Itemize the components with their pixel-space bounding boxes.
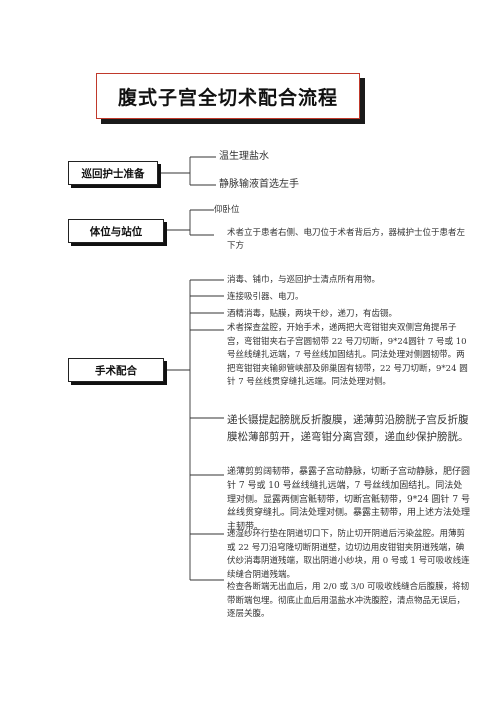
list-item: 连接吸引器、电刀。 xyxy=(227,292,304,302)
list-item: 酒精消毒，贴膜，两块干纱，递刀，有齿镊。 xyxy=(227,309,398,319)
list-item: 术者立于患者右侧、电刀位于术者背后方，器械护士位于患者左下方 xyxy=(227,228,466,251)
list-item: 检查各断端无出血后，用 2/0 或 3/0 可吸收线缝合后腹膜，将韧带断端包埋。… xyxy=(227,582,470,620)
list-item: 静脉输液首选左手 xyxy=(219,179,299,190)
category-label: 巡回护士准备 xyxy=(81,167,145,180)
title-box: 腹式子宫全切术配合流程 xyxy=(96,73,360,119)
list-item: 递薄剪剪阔韧带，暴露子宫动静脉，切断子宫动静脉，肥仔圆针 7 号或 10 号丝线… xyxy=(227,467,471,533)
list-item: 温生理盐水 xyxy=(219,151,269,162)
category-box-nurse-prep: 巡回护士准备 xyxy=(68,161,158,185)
page-title: 腹式子宫全切术配合流程 xyxy=(117,86,338,109)
category-box-surgery: 手术配合 xyxy=(68,358,164,382)
category-label: 手术配合 xyxy=(95,364,137,377)
category-box-position: 体位与站位 xyxy=(68,219,164,243)
category-label: 体位与站位 xyxy=(89,225,143,238)
list-item: 消毒、铺巾，与巡回护士清点所有用物。 xyxy=(227,275,381,285)
list-item: 递湿纱环行垫在阴道切口下，防止切开阴道后污染盆腔。用薄剪或 22 号刀沿穹隆切断… xyxy=(227,529,470,580)
list-item: 仰卧位 xyxy=(214,205,240,215)
list-item: 术者探查盆腔，开始手术，递两把大弯钳钳夹双侧宫角提吊子宫，弯钳钳夹右子宫圆韧带 … xyxy=(227,323,468,388)
list-item: 递长镊提起膀胱反折腹膜，递薄剪沿膀胱子宫反折腹膜松薄部剪开，递弯钳分离宫颈，递血… xyxy=(227,414,469,443)
